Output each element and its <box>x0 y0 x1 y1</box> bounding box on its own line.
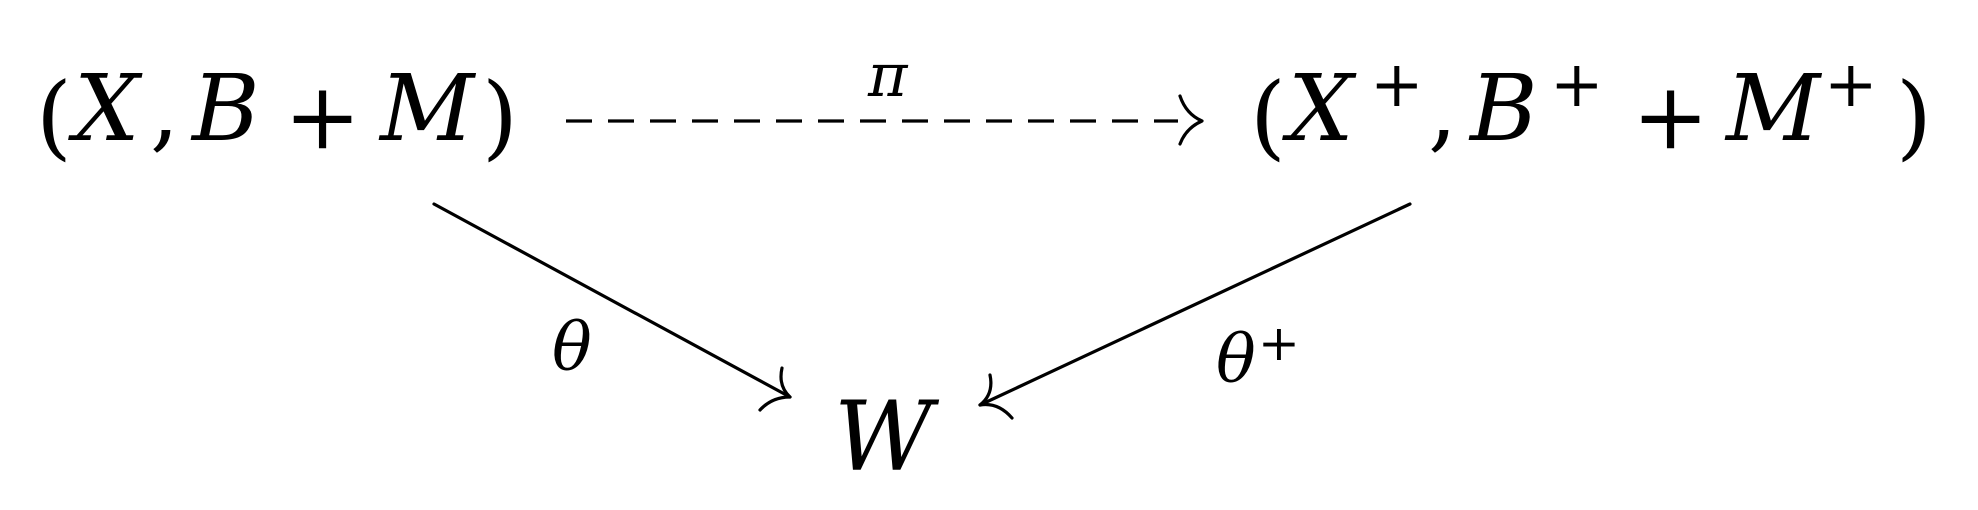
source-comma: , <box>150 55 179 162</box>
target-var-m: M <box>1724 55 1823 162</box>
arrow-theta: θ <box>432 202 792 412</box>
arrow-theta-plus-head <box>978 373 1014 420</box>
source-node: ( X , B + M ) <box>36 55 518 170</box>
arrow-theta-plus-shaft <box>978 202 1412 407</box>
arrow-pi: π <box>566 41 1204 146</box>
target-node: ( X + , B + + M + ) <box>1250 48 1932 170</box>
target-open-paren: ( <box>1250 63 1286 170</box>
source-open-paren: ( <box>36 63 72 170</box>
target-comma: , <box>1428 55 1457 162</box>
arrow-theta-head <box>758 366 792 412</box>
base-var-w: W <box>834 381 940 493</box>
arrow-theta-plus: θ + <box>978 202 1412 420</box>
arrow-theta-plus-sup: + <box>1258 314 1300 372</box>
target-sup-x: + <box>1370 48 1424 122</box>
target-sup-b: + <box>1550 48 1604 122</box>
arrow-pi-label: π <box>867 41 909 111</box>
arrow-theta-plus-label: θ <box>1216 321 1256 398</box>
base-node: W <box>834 381 940 493</box>
source-var-m: M <box>378 55 477 162</box>
target-close-paren: ) <box>1896 63 1932 170</box>
arrow-theta-label: θ <box>552 309 592 386</box>
source-plus: + <box>284 63 361 170</box>
arrow-theta-shaft <box>432 202 792 399</box>
source-close-paren: ) <box>482 63 518 170</box>
target-sup-m: + <box>1824 48 1878 122</box>
target-plus: + <box>1632 63 1709 170</box>
source-var-b: B <box>190 55 260 162</box>
arrow-pi-head <box>1178 94 1204 146</box>
source-var-x: X <box>68 55 143 162</box>
target-var-b: B <box>1468 55 1538 162</box>
target-var-x: X <box>1282 55 1357 162</box>
